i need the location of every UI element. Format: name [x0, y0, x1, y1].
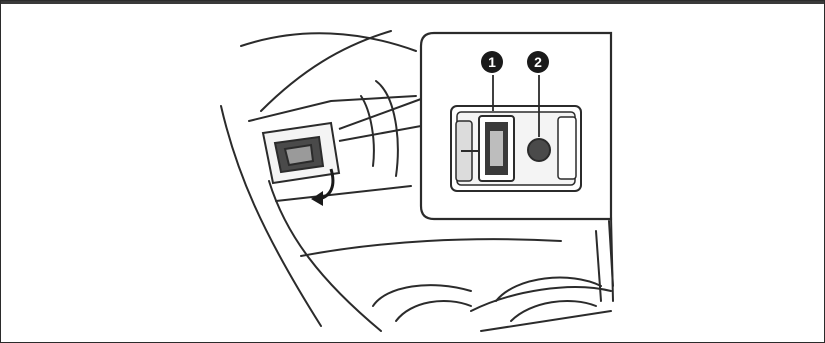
vent-curve	[361, 96, 374, 166]
zoom-line-top	[339, 99, 421, 129]
callout-usb: 1	[481, 51, 503, 73]
floor-line	[481, 311, 611, 331]
cup-holder-4	[511, 301, 596, 321]
open-arrow-head	[311, 191, 323, 206]
vent-curve-2	[376, 81, 398, 176]
dash-line-left-2	[269, 181, 381, 331]
aux-jack-shape	[528, 139, 550, 161]
inset-panel	[421, 33, 611, 219]
callout-aux: 2	[527, 51, 549, 73]
zoom-line-bottom	[339, 126, 421, 141]
cup-holder-2	[396, 301, 471, 321]
lever-1	[596, 231, 601, 301]
dash-socket	[263, 123, 339, 183]
console-lower	[471, 287, 611, 311]
dash-curve-outer	[241, 33, 416, 51]
dash-panel-bottom	[276, 186, 411, 201]
dash-lower-line	[301, 239, 561, 256]
